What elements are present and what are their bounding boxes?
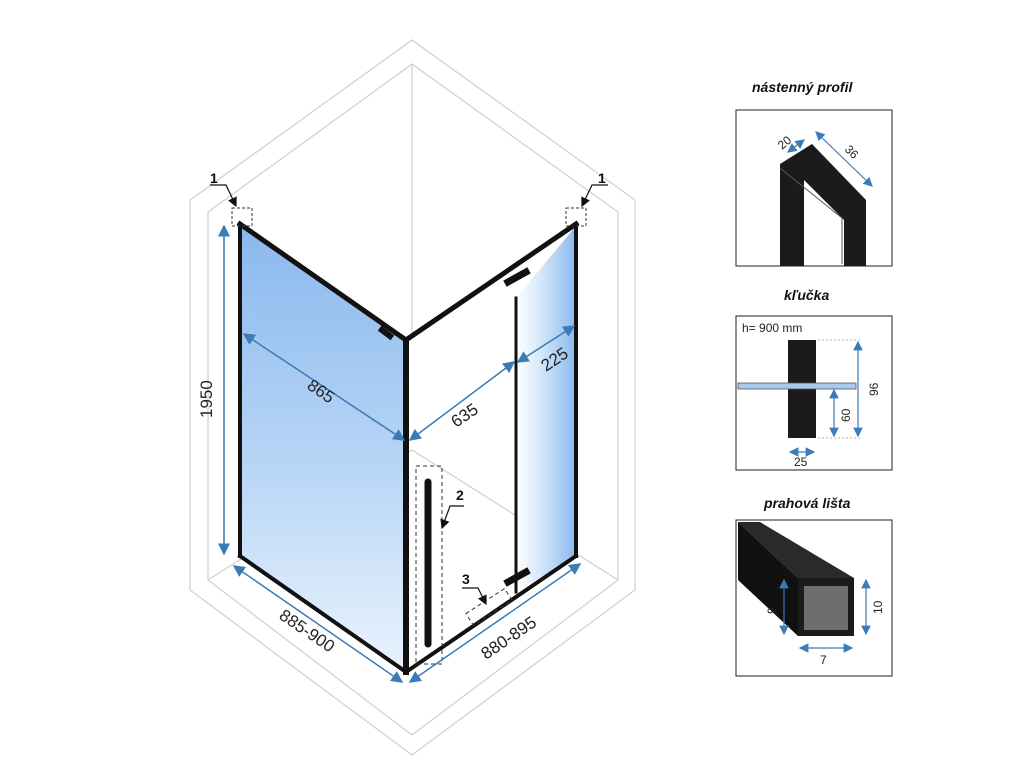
callout-2: 2 — [456, 487, 464, 503]
threshold-top-face — [738, 522, 854, 578]
left-glass-panel — [240, 224, 406, 672]
handle-glass-section — [737, 382, 857, 390]
handle-height-label: h= 900 mm — [742, 321, 802, 335]
threshold-detail-marker — [465, 587, 513, 627]
wall-profile-marker-right — [565, 207, 587, 227]
callout-1-left: 1 — [210, 170, 218, 186]
dim-right-range: 880-895 — [478, 613, 540, 664]
wall-profile-shape — [780, 144, 866, 266]
handle-dim-25: 25 — [794, 455, 808, 469]
right-fixed-glass-panel — [516, 226, 576, 592]
handle-dim-96: 96 — [867, 382, 881, 396]
handle-title: kľučka — [784, 287, 829, 303]
threshold-title: prahová lišta — [763, 495, 851, 511]
callout-3: 3 — [462, 571, 470, 587]
dimension-lines — [218, 224, 582, 683]
threshold-panel: 9 10 7 — [735, 519, 893, 677]
handle-panel: h= 900 mm 96 60 25 — [735, 315, 893, 471]
threshold-dim-10: 10 — [871, 600, 885, 614]
wall-profile-panel: 20 36 — [735, 109, 893, 267]
dim-height: 1950 — [197, 380, 216, 418]
wall-profile-marker-left — [231, 207, 253, 227]
handle-dim-60: 60 — [839, 408, 853, 422]
dim-right-width: 635 — [448, 400, 482, 432]
callout-1-right: 1 — [598, 170, 606, 186]
threshold-dim-9: 9 — [765, 607, 779, 614]
threshold-dim-7: 7 — [820, 653, 827, 667]
wall-profile-title: nástenný profil — [752, 79, 853, 95]
